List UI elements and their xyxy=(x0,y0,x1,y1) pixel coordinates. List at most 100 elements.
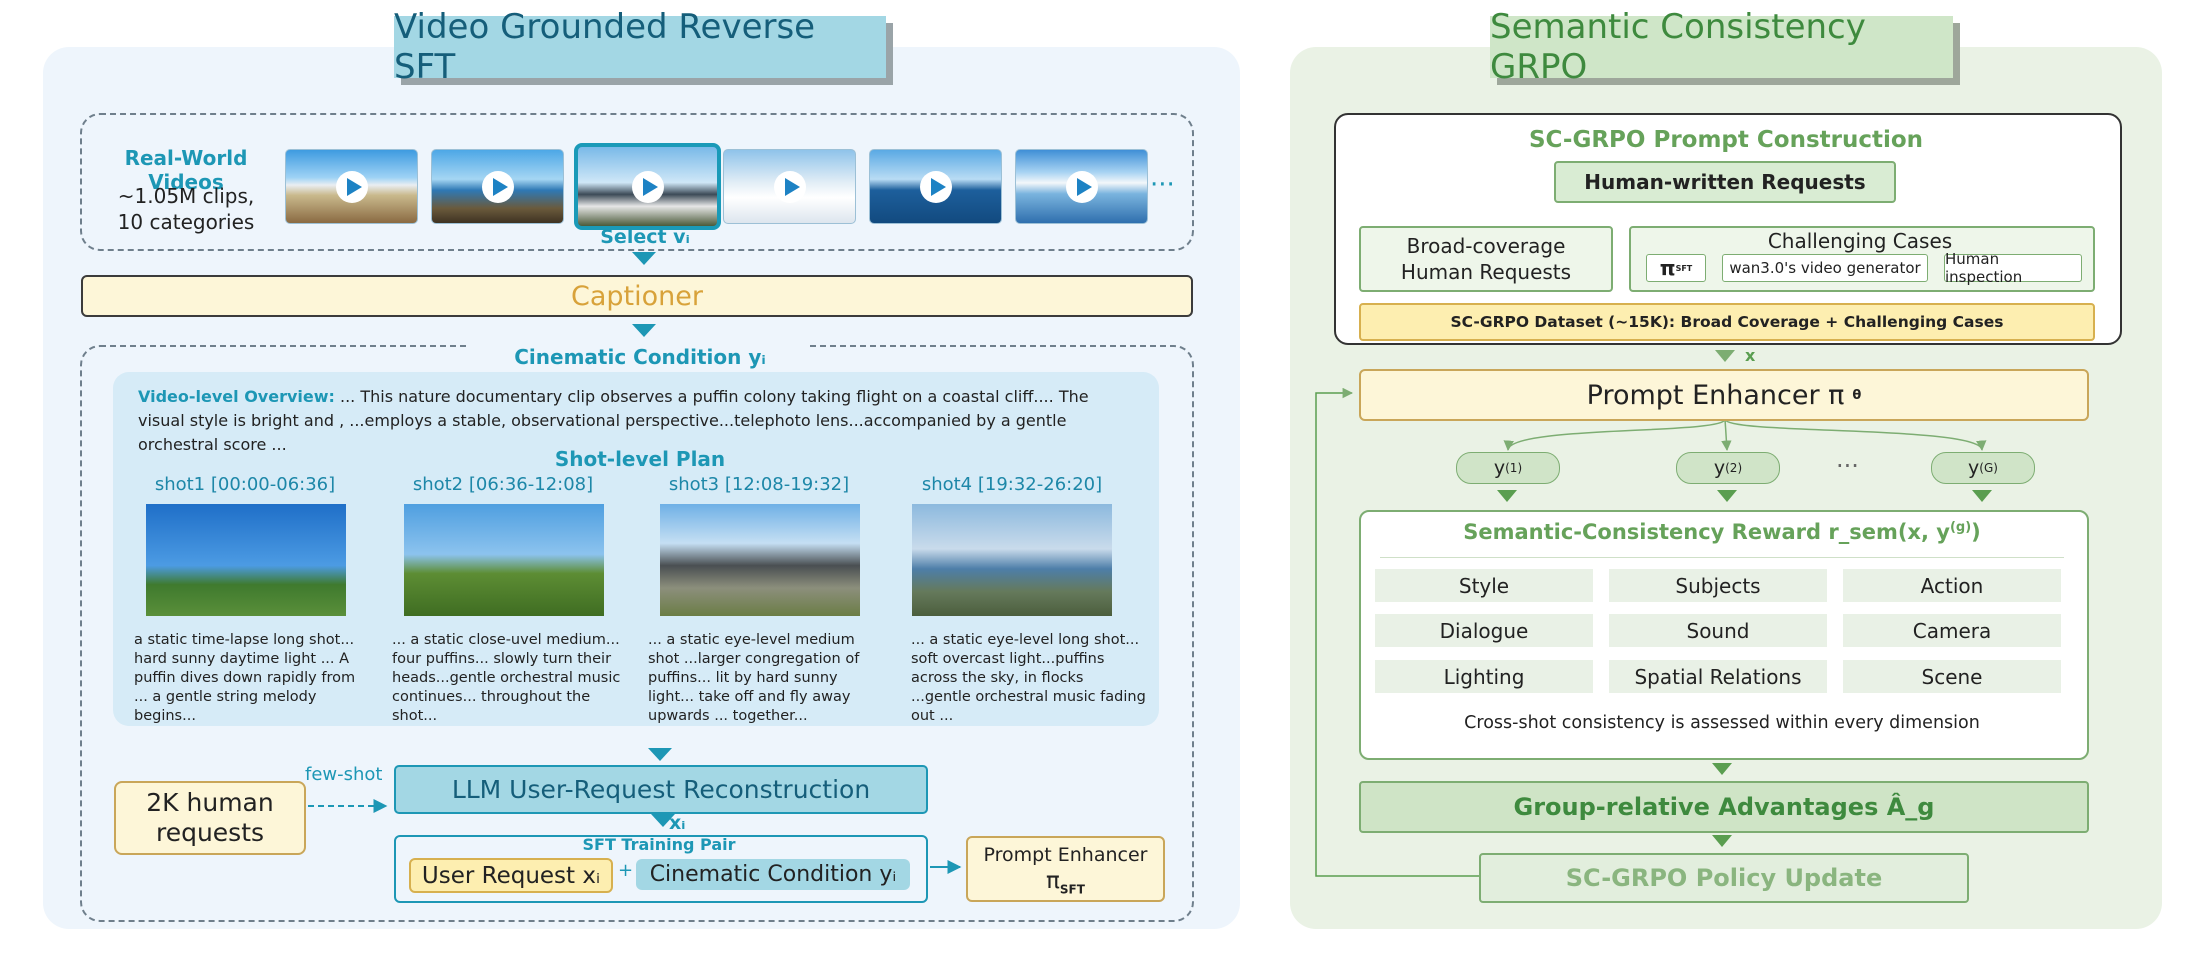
captioner-box: Captioner xyxy=(81,275,1193,317)
overview-text: ... This nature documentary clip observe… xyxy=(138,387,1089,454)
shot4-image xyxy=(912,504,1112,616)
rollout-yG-index: (G) xyxy=(1979,461,1998,475)
video-selection-box xyxy=(80,113,1194,251)
real-world-videos-stats: ~1.05M clips, 10 categories xyxy=(86,183,286,235)
dimension-camera: Camera xyxy=(1843,614,2061,647)
dimension-scene: Scene xyxy=(1843,660,2061,693)
dimension-dialogue: Dialogue xyxy=(1375,614,1593,647)
shot2-image xyxy=(404,504,604,616)
video-thumbnail-horses[interactable] xyxy=(285,149,418,224)
shot1-title: shot1 [00:00-06:36] xyxy=(154,474,336,495)
reward-divider xyxy=(1380,557,2064,558)
cinematic-condition-chip: Cinematic Condition yᵢ xyxy=(636,859,910,890)
rollout-y1-label: y xyxy=(1493,457,1506,479)
broad-coverage-line2: Human Requests xyxy=(1400,260,1572,284)
video-level-overview: Video-level Overview: ... This nature do… xyxy=(138,385,1138,457)
human-requests-line1: 2K human xyxy=(146,788,274,817)
dimension-sound: Sound xyxy=(1609,614,1827,647)
user-request-chip: User Request xᵢ xyxy=(409,858,613,893)
dimension-action: Action xyxy=(1843,569,2061,602)
shot3-title: shot3 [12:08-19:32] xyxy=(668,474,850,495)
video-generator-chip: wan3.0's video generator xyxy=(1722,254,1928,282)
select-video-label: Select vᵢ xyxy=(600,226,690,248)
clip-count: ~1.05M clips, xyxy=(117,184,255,208)
rollout-y2-label: y xyxy=(1713,457,1726,479)
shot3-caption: ... a static eye-level medium shot ...la… xyxy=(648,632,860,724)
prompt-enhancer-sft-label: Prompt Enhancer xyxy=(983,844,1148,866)
reward-title-index: (g) xyxy=(1949,520,1972,535)
prompt-enhancer-sft-box: Prompt Enhancer πSFT xyxy=(966,836,1165,902)
theta-subscript: θ xyxy=(1852,387,1862,403)
sft-training-pair-title: SFT Training Pair xyxy=(582,835,736,854)
human-requests-line2: requests xyxy=(155,818,265,847)
rollout-yG-label: y xyxy=(1968,457,1980,479)
rollout-y2-index: (2) xyxy=(1725,461,1743,475)
video-thumbnail-mountain-lake[interactable] xyxy=(1015,149,1148,224)
shot4-caption: ... a static eye-level long shot... soft… xyxy=(911,632,1146,724)
reward-title: Semantic-Consistency Reward r_sem(x, y(g… xyxy=(1359,520,2085,544)
prompt-construction-title: SC-GRPO Prompt Construction xyxy=(1528,127,1924,153)
broad-coverage-line1: Broad-coverage xyxy=(1406,234,1566,258)
video-thumbnail-polar-bear[interactable] xyxy=(723,149,856,224)
real-world-videos-title: Real-World Videos xyxy=(124,146,248,194)
sc-grpo-dataset-box: SC-GRPO Dataset (~15K): Broad Coverage +… xyxy=(1359,303,2095,341)
xi-label: xᵢ xyxy=(669,812,686,834)
rollout-y2: y(2) xyxy=(1676,452,1780,484)
shot1-image xyxy=(146,504,346,616)
human-inspection-chip: Human inspection xyxy=(1944,250,2082,286)
dimension-spatial-relations: Spatial Relations xyxy=(1609,660,1827,693)
dimension-style: Style xyxy=(1375,569,1593,602)
cross-shot-note: Cross-shot consistency is assessed withi… xyxy=(1464,713,1980,733)
pi-symbol: π xyxy=(1046,868,1060,894)
x-label: x xyxy=(1745,346,1756,365)
prompt-enhancer-theta-box: Prompt Enhancer π θ xyxy=(1359,369,2089,421)
dimension-subjects: Subjects xyxy=(1609,569,1827,602)
dimension-lighting: Lighting xyxy=(1375,660,1593,693)
reward-title-close: ) xyxy=(1971,520,1981,544)
grpo-panel-title: Semantic Consistency GRPO xyxy=(1490,7,1953,87)
arrow-condition-to-llm xyxy=(648,748,672,761)
play-icon xyxy=(919,170,952,203)
shot4-title: shot4 [19:32-26:20] xyxy=(921,474,1103,495)
rollout-yG: y(G) xyxy=(1931,452,2035,484)
pi-chip-subscript: SFT xyxy=(1675,263,1693,273)
video-thumbnail-coast[interactable] xyxy=(431,149,564,224)
video-thumbnail-puffins-selected[interactable] xyxy=(574,143,721,230)
cinematic-condition-title: Cinematic Condition yᵢ xyxy=(470,345,810,369)
arrow-llm-to-pair xyxy=(651,814,675,827)
pi-chip-symbol: π xyxy=(1659,256,1676,280)
rollout-ellipsis: ··· xyxy=(1836,452,1859,480)
plus-sign: + xyxy=(618,860,634,881)
play-icon xyxy=(631,170,664,203)
play-icon xyxy=(773,170,806,203)
overview-label: Video-level Overview: xyxy=(138,387,335,406)
shot3-image xyxy=(660,504,860,616)
reward-title-text: Semantic-Consistency Reward r_sem(x, y xyxy=(1463,520,1950,544)
sft-panel-title: Video Grounded Reverse SFT xyxy=(394,7,886,87)
rollout-y1-index: (1) xyxy=(1505,461,1523,475)
arrow-captioner-to-condition xyxy=(632,324,656,337)
shot2-title: shot2 [06:36-12:08] xyxy=(412,474,594,495)
play-icon xyxy=(481,170,514,203)
prompt-enhancer-label: Prompt Enhancer π xyxy=(1586,379,1845,411)
video-thumbnail-whale[interactable] xyxy=(869,149,1002,224)
arrow-select-to-captioner xyxy=(632,252,656,265)
policy-update-box: SC-GRPO Policy Update xyxy=(1479,853,1969,903)
category-count: 10 categories xyxy=(117,210,255,234)
human-written-requests-box: Human-written Requests xyxy=(1554,161,1896,203)
shot-level-plan-label: Shot-level Plan xyxy=(540,447,740,471)
few-shot-label: few-shot xyxy=(305,764,383,785)
rollout-y1: y(1) xyxy=(1456,452,1560,484)
more-videos-ellipsis: ··· xyxy=(1150,170,1175,200)
sft-subscript: SFT xyxy=(1059,882,1085,897)
llm-reconstruction-box: LLM User-Request Reconstruction xyxy=(394,765,928,814)
play-icon xyxy=(1065,170,1098,203)
shot2-caption: ... a static close-uvel medium... four p… xyxy=(392,632,621,724)
play-icon xyxy=(335,170,368,203)
group-relative-advantages-box: Group-relative Advantages Â_g xyxy=(1359,781,2089,833)
challenging-cases-title: Challenging Cases xyxy=(1767,229,1953,253)
shot1-caption: a static time-lapse long shot... hard su… xyxy=(134,632,356,724)
